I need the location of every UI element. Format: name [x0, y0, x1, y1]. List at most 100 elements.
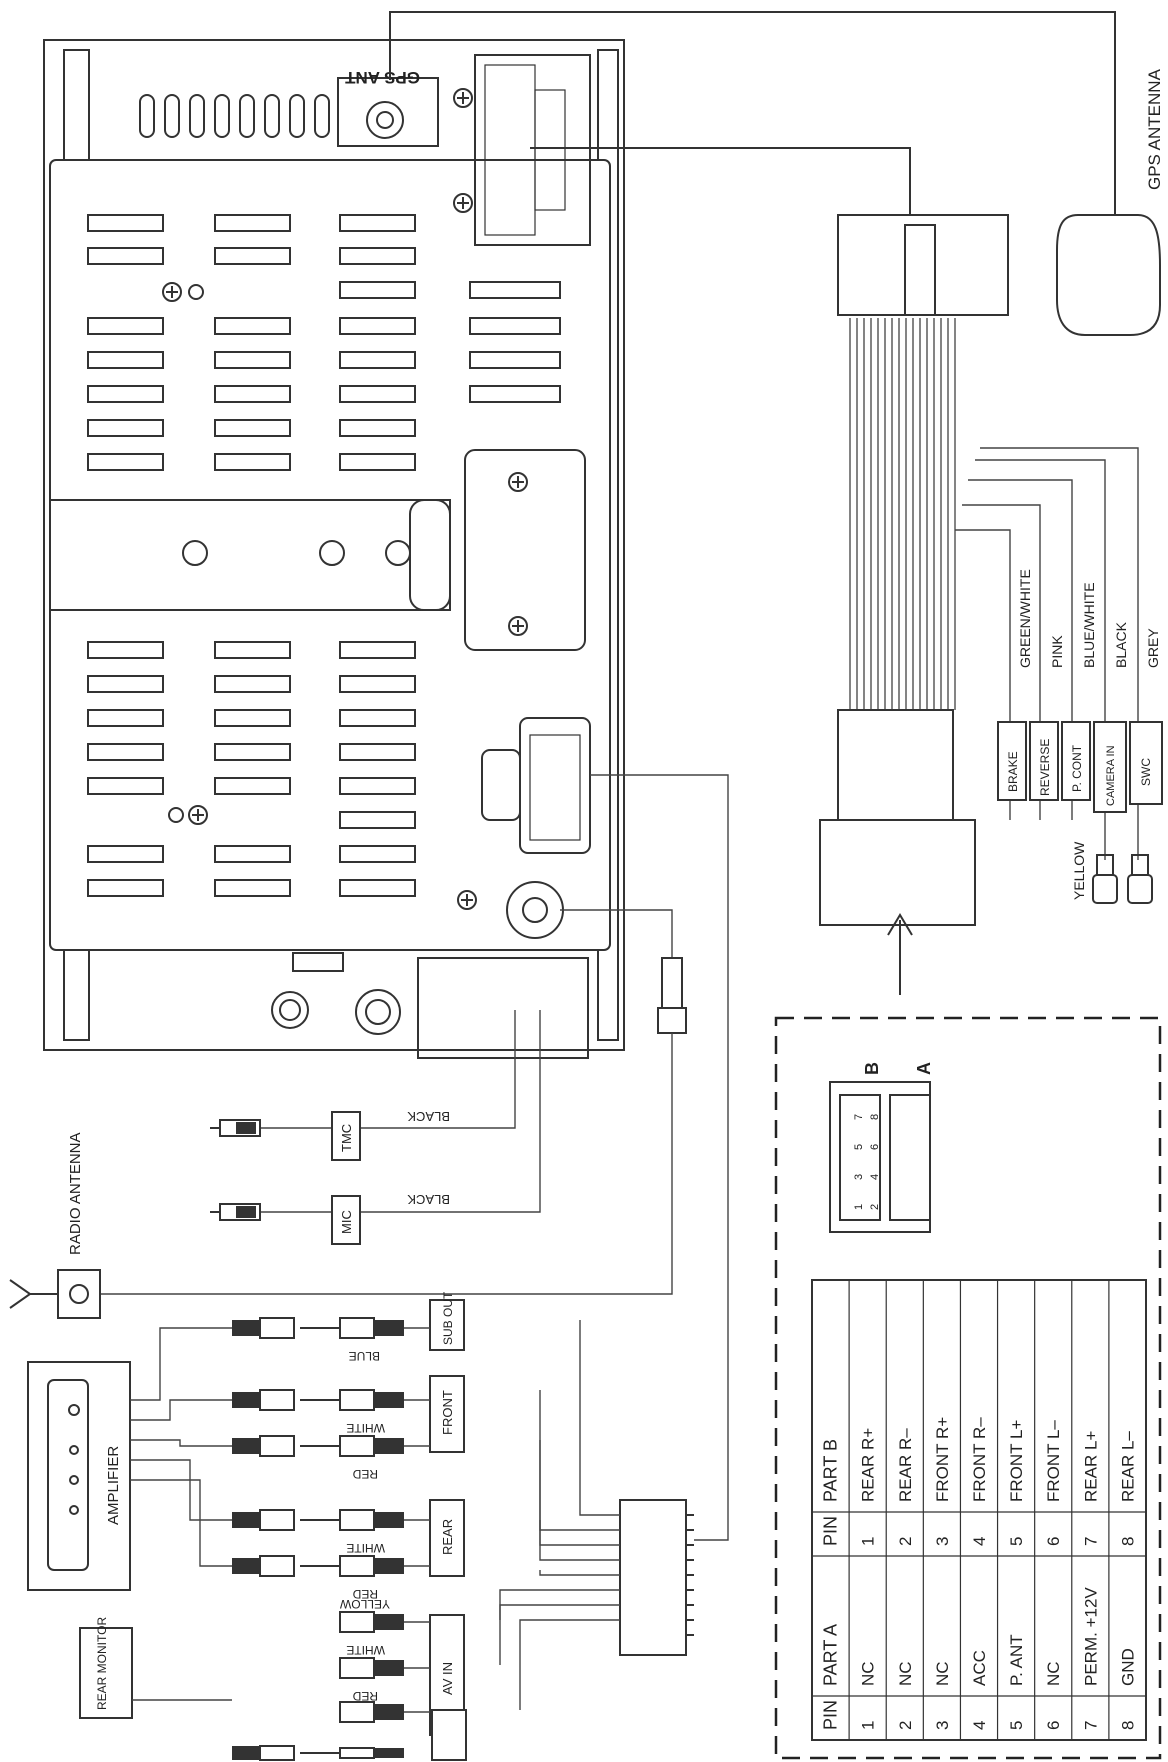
table-cell: REAR L–	[1118, 1431, 1137, 1502]
gps-antenna-socket	[337, 77, 439, 147]
vent-grid-lower	[87, 641, 416, 897]
iso-harness	[530, 147, 1009, 995]
table-cell: 3	[933, 1537, 952, 1546]
table-cell: NC	[896, 1661, 915, 1686]
pin-number: 2	[869, 1204, 881, 1210]
top-vents	[139, 94, 330, 138]
connector-b-label: B	[862, 1062, 882, 1075]
table-cell: 5	[1007, 1721, 1026, 1730]
pin-number: 5	[853, 1144, 865, 1150]
vent-grid-upper	[87, 214, 561, 471]
amplifier-label: AMPLIFIER	[105, 1446, 122, 1525]
wire-function-label: CAMERA IN	[1105, 745, 1117, 806]
wire-color-label: GREY	[1145, 628, 1161, 668]
rca-group-label: SUB OUT	[441, 1291, 455, 1345]
table-cell: 7	[1081, 1537, 1100, 1546]
harness-socket	[481, 717, 591, 854]
tmc-mic-cables	[210, 1010, 541, 1245]
table-cell: NC	[859, 1661, 878, 1686]
table-header-cell: PART B	[821, 1439, 841, 1502]
wire-function-label: REVERSE	[1038, 739, 1052, 796]
table-cell: 6	[1044, 1721, 1063, 1730]
table-cell: REAR R–	[896, 1428, 915, 1502]
pin-number: 8	[869, 1114, 881, 1120]
table-header-cell: PART A	[821, 1624, 841, 1686]
table-header-cell: PIN	[821, 1700, 841, 1730]
iso-socket	[474, 54, 591, 246]
table-cell: FRONT R+	[933, 1417, 952, 1502]
jack-color-label: RED	[352, 1467, 378, 1481]
table-cell: 5	[1007, 1537, 1026, 1546]
wire-color-label: BLACK	[1113, 621, 1129, 668]
pin-number: 6	[869, 1144, 881, 1150]
table-cell: GND	[1118, 1648, 1137, 1686]
table-cell: FRONT L–	[1044, 1420, 1063, 1502]
jack-color-label: YELLOW	[339, 1597, 390, 1611]
connector-a-label: A	[914, 1062, 934, 1075]
table-cell: REAR R+	[859, 1428, 878, 1502]
wire-color-label: PINK	[1049, 635, 1065, 668]
mic-cable-color-label: BLACK	[407, 1192, 450, 1207]
pin-number: 3	[853, 1174, 865, 1180]
wire-function-label: BRAKE	[1006, 751, 1020, 792]
table-cell: 1	[859, 1721, 878, 1730]
rca-group-label: FRONT	[440, 1390, 455, 1435]
rear-monitor	[79, 1627, 232, 1719]
gps-ant-label: GPS ANT	[344, 68, 420, 87]
amplifier	[27, 1327, 232, 1591]
gps-antenna-label: GPS ANTENNA	[1145, 68, 1164, 190]
rca-group-label: AV IN	[440, 1662, 455, 1695]
table-cell: 6	[1044, 1537, 1063, 1546]
table-cell: 7	[1081, 1721, 1100, 1730]
jack-color-label: WHITE	[346, 1541, 385, 1555]
tmc-label: TMC	[339, 1124, 354, 1152]
harness-wire-labels: GREEN/WHITE PINK BLUE/WHITE BLACK GREY	[1017, 569, 1161, 668]
jack-color-label: BLUE	[349, 1349, 380, 1363]
table-cell: 3	[933, 1721, 952, 1730]
wire-color-label: GREEN/WHITE	[1017, 569, 1033, 668]
table-cell: PERM. +12V	[1081, 1587, 1100, 1686]
wire-function-label: SWC	[1139, 758, 1153, 786]
rear-monitor-label: REAR MONITOR	[95, 1617, 109, 1710]
mic-label: MIC	[339, 1210, 354, 1234]
table-cell: NC	[1044, 1661, 1063, 1686]
pin-number: 4	[869, 1174, 881, 1180]
screw-icon	[162, 88, 477, 910]
head-unit	[43, 39, 625, 1059]
radio-antenna	[9, 909, 687, 1319]
radio-antenna-label: RADIO ANTENNA	[67, 1132, 84, 1255]
table-cell: 2	[896, 1537, 915, 1546]
table-cell: FRONT L+	[1007, 1420, 1026, 1502]
table-header-cell: PIN	[821, 1516, 841, 1546]
pin-number: 1	[853, 1204, 865, 1210]
table-cell: P. ANT	[1007, 1634, 1026, 1686]
jack-color-label: WHITE	[346, 1643, 385, 1657]
table-cell: 8	[1118, 1537, 1137, 1546]
yellow-label: YELLOW	[1071, 841, 1087, 900]
table-cell: NC	[933, 1661, 952, 1686]
wire-color-label: BLUE/WHITE	[1081, 582, 1097, 668]
table-cell: 4	[970, 1537, 989, 1546]
jack-color-label: WHITE	[346, 1421, 385, 1435]
table-cell: ACC	[970, 1650, 989, 1686]
tmc-cable-color-label: BLACK	[407, 1109, 450, 1124]
rca-cables	[499, 774, 729, 1710]
jack-color-label: RED	[352, 1689, 378, 1703]
rca-group-label: REAR	[440, 1519, 455, 1555]
rca-group-boxes	[429, 1299, 467, 1761]
table-cell: 4	[970, 1721, 989, 1730]
wire-function-label: P. CONT	[1070, 744, 1084, 792]
jack-color-label: RED	[352, 1587, 378, 1601]
pin-number: 7	[853, 1114, 865, 1120]
table-cell: 2	[896, 1721, 915, 1730]
gps-antenna	[389, 11, 1161, 336]
table-cell: FRONT R–	[970, 1417, 989, 1502]
iso-connector-face	[829, 1081, 931, 1233]
table-cell: 1	[859, 1537, 878, 1546]
table-cell: REAR L+	[1081, 1431, 1100, 1502]
harness-function-boxes: BRAKE REVERSE P. CONT CAMERA IN SWC	[997, 721, 1163, 813]
table-cell: 8	[1118, 1721, 1137, 1730]
